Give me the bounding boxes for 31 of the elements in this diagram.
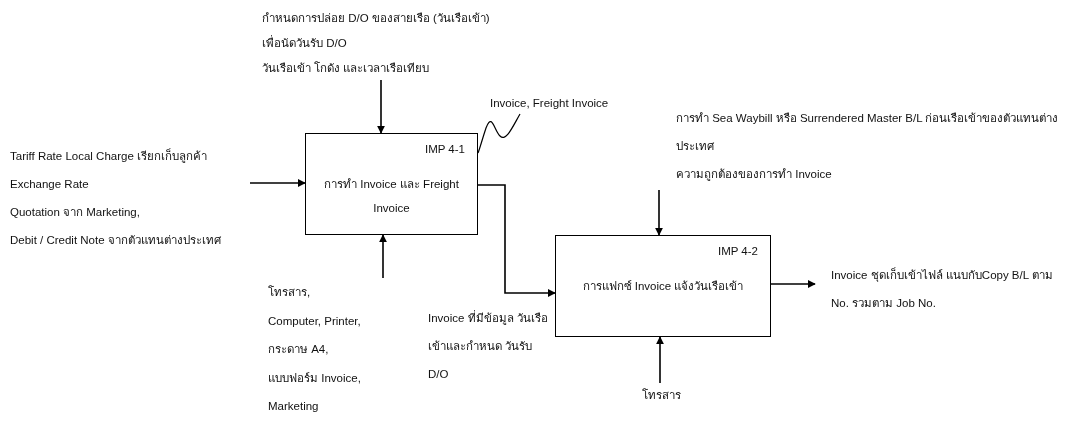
process-title: การทำ Invoice และ Freight Invoice xyxy=(323,177,460,216)
control-text: ความถูกต้องของการทำ Invoice xyxy=(676,167,832,183)
control-text: การทำ Sea Waybill หรือ Surrendered Master B/L ก่อนเรือเข้าของตัวแทนต่างประเทศ xyxy=(676,111,1060,154)
input-text: Quotation จาก Marketing, xyxy=(10,205,140,220)
control-text: เพื่อนัดวันรับ D/O xyxy=(262,34,347,51)
mechanism-text: กระดาษ A4, xyxy=(268,342,329,357)
mechanism-text: Computer, Printer, xyxy=(268,313,361,329)
process-code: IMP 4-2 xyxy=(717,245,758,257)
input-text: Exchange Rate xyxy=(10,177,89,192)
arrow xyxy=(379,234,387,279)
mechanism-text: โทรสาร xyxy=(642,387,681,403)
mechanism-text: แบบฟอร์ม Invoice, xyxy=(268,370,361,386)
mechanism-text: โทรสาร, xyxy=(268,284,311,300)
arrow xyxy=(655,189,663,236)
leader-line xyxy=(477,113,521,154)
arrow xyxy=(377,79,385,134)
control-text: กำหนดการปล่อย D/O ของสายเรือ (วันเรือเข้า) xyxy=(262,11,490,26)
arrow xyxy=(477,184,556,297)
input-text: Debit / Credit Note จากตัวแทนต่างประเทศ xyxy=(10,233,221,248)
process-box xyxy=(555,235,771,337)
arrow xyxy=(770,280,816,288)
control-text: วันเรือเข้า โกดัง และเวลาเรือเทียบ xyxy=(262,60,430,76)
mechanism-text: Marketing xyxy=(268,399,319,414)
input-text: Tariff Rate Local Charge เรียกเก็บลูกค้า xyxy=(10,147,207,165)
process-box xyxy=(305,133,478,235)
process-title: การแฟกซ์ Invoice แจ้งวันเรือเข้า xyxy=(581,279,745,294)
arrow xyxy=(656,336,664,384)
process-code: IMP 4-1 xyxy=(424,143,465,155)
arrow xyxy=(249,179,306,187)
output-text: Invoice ชุดเก็บเข้าไฟล์ แนบกับCopy B/L ตาม No. รวมตาม Job No. xyxy=(831,266,1054,311)
output-text: Invoice, Freight Invoice xyxy=(490,96,609,111)
